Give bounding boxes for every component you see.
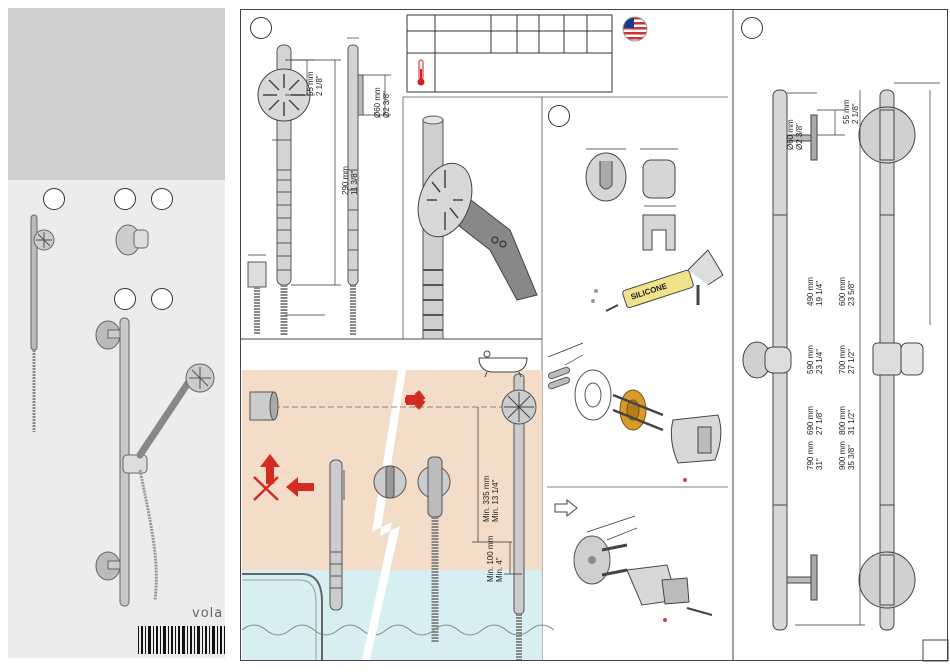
us-flag-icon xyxy=(622,16,648,42)
bar-diameter-in: Ø2 3/8" xyxy=(795,123,804,150)
bar-diameter-mm: Ø60 mm xyxy=(786,119,795,150)
holder-exploded-view xyxy=(543,335,728,485)
min-height-in: Min. 13 1/4" xyxy=(491,480,500,522)
min-clearance-in: Min. 4" xyxy=(495,557,504,582)
bar-length-a-mm: 690 mm xyxy=(806,406,815,435)
bar-offset-in: 2 1/8" xyxy=(851,103,860,124)
bar-length-b-in: 23 5/8" xyxy=(847,281,856,306)
bar-length-a-in: 27 1/8" xyxy=(815,410,824,435)
bar-length-a-mm: 590 mm xyxy=(806,345,815,374)
bar-length-b-mm: 800 mm xyxy=(838,406,847,435)
rose-diameter-mm: Ø60 mm xyxy=(373,87,382,118)
bar-length-b-in: 27 1/2" xyxy=(847,349,856,374)
bar-length-a-in: 19 1/4" xyxy=(815,281,824,306)
hand-shower-dimension-drawing xyxy=(245,30,405,340)
bar-length-b-in: 31 1/2" xyxy=(847,410,856,435)
rose-offset-in: 2 1/8" xyxy=(315,75,324,96)
bar-length-a-mm: 790 mm xyxy=(806,441,815,470)
min-clearance-mm: Min. 100 mm xyxy=(486,536,495,582)
step-b-marker xyxy=(548,105,570,127)
handle-length-mm: 290 mm xyxy=(341,166,350,195)
thermometer-icon xyxy=(418,60,425,86)
shower-holder-detail xyxy=(405,100,542,339)
bar-length-a-in: 31" xyxy=(815,458,824,470)
bar-length-a-in: 23 1/4" xyxy=(815,349,824,374)
handle-length-in: 11 3/8" xyxy=(350,171,359,196)
min-height-mm: Min. 335 mm xyxy=(482,476,491,522)
silicone-gun-icon xyxy=(591,250,723,311)
holder-alternate-view xyxy=(547,490,728,661)
rose-diameter-in: Ø2 3/8" xyxy=(382,91,391,118)
bar-length-b-mm: 900 mm xyxy=(838,441,847,470)
bar-length-b-in: 35 3/8" xyxy=(847,445,856,470)
holder-parts-illustration xyxy=(548,135,728,310)
bar-length-a-mm: 490 mm xyxy=(806,277,815,306)
parts-table xyxy=(407,15,612,95)
bar-offset-mm: 55 mm xyxy=(842,100,851,124)
bar-length-b-mm: 700 mm xyxy=(838,345,847,374)
bar-length-b-mm: 600 mm xyxy=(838,277,847,306)
step-c-marker xyxy=(741,17,763,39)
rose-offset-mm: 55 mm xyxy=(306,72,315,96)
